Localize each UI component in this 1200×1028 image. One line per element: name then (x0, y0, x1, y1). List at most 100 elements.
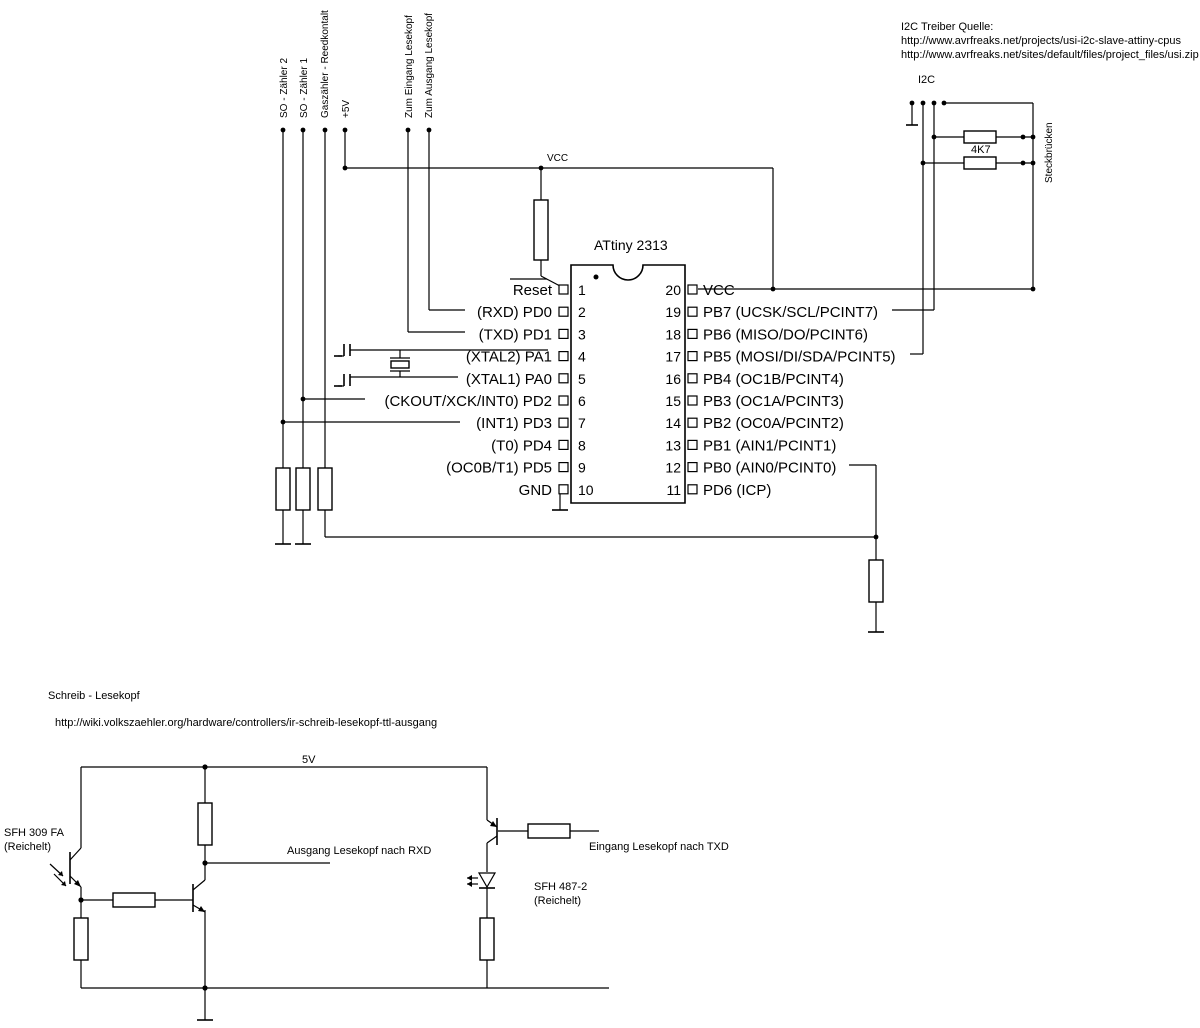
i2c-label: I2C (918, 74, 935, 86)
pin-pad-left-5 (558, 373, 569, 384)
pin-pad-left-7 (558, 417, 569, 428)
phototransistor-source: (Reichelt) (4, 841, 51, 853)
pin-number-16: 16 (665, 371, 681, 387)
pin-name-19: PB7 (UCSK/SCL/PCINT7) (703, 304, 878, 321)
pin-name-14: PB2 (OC0A/PCINT2) (703, 415, 844, 432)
pin-pad-right-11 (687, 484, 698, 495)
ir-led-sfh487 (467, 872, 497, 889)
pin-name-18: PB6 (MISO/DO/PCINT6) (703, 326, 868, 343)
pin-pad-left-2 (558, 306, 569, 317)
bottom-junctions (78, 764, 213, 1021)
pin-number-19: 19 (665, 304, 681, 320)
pin-number-12: 12 (665, 460, 681, 476)
phototransistor-sfh309 (49, 847, 82, 888)
sda-pullup-resistor (963, 156, 997, 170)
pin-pad-right-20 (687, 284, 698, 295)
chip-body (570, 264, 686, 504)
output-label: Ausgang Lesekopf nach RXD (287, 845, 431, 857)
pin-number-8: 8 (578, 437, 586, 453)
bottom-title: Schreib - Lesekopf (48, 690, 141, 702)
connector-label-eingang: Zum Eingang Lesekopf (404, 15, 415, 118)
reset-pullup-resistor (533, 199, 549, 261)
crystal-capacitors (334, 344, 351, 387)
pin-name-17: PB5 (MOSI/DI/SDA/PCINT5) (703, 349, 896, 366)
pin-number-17: 17 (665, 349, 681, 365)
pin-number-14: 14 (665, 415, 681, 431)
top-grounds (275, 124, 918, 633)
gas-resistor (317, 467, 333, 511)
pin-name-2: (RXD) PD0 (477, 304, 552, 321)
i2c-link-1: http://www.avrfreaks.net/projects/usi-i2… (901, 35, 1181, 47)
pin-number-20: 20 (665, 282, 681, 298)
pullup-value: 4K7 (971, 144, 991, 156)
pin-pad-right-12 (687, 462, 698, 473)
pin-number-15: 15 (665, 393, 681, 409)
pin-name-20: VCC (703, 282, 735, 299)
pin-pad-right-15 (687, 395, 698, 406)
pin-number-4: 4 (578, 349, 586, 365)
pin-name-9: (OC0B/T1) PD5 (446, 460, 552, 477)
pin-name-11: PD6 (ICP) (703, 482, 771, 499)
pin-number-2: 2 (578, 304, 586, 320)
pin-number-1: 1 (578, 282, 586, 298)
pin-name-3: (TXD) PD1 (479, 326, 552, 343)
bottom-link: http://wiki.volkszaehler.org/hardware/co… (55, 717, 437, 729)
pin-pad-left-3 (558, 328, 569, 339)
pin-number-3: 3 (578, 326, 586, 342)
ir-led-label: SFH 487-2 (534, 881, 587, 893)
supply-label: 5V (302, 754, 316, 766)
connector-label-gas: Gaszähler - Reedkontalt (320, 10, 331, 118)
pin-pad-right-13 (687, 439, 698, 450)
pin1-marker (593, 274, 599, 280)
ir-led-source: (Reichelt) (534, 895, 581, 907)
pnp-transistor (486, 818, 498, 845)
pin-pad-left-6 (558, 395, 569, 406)
connector-label-so1: SO - Zähler 1 (299, 58, 310, 118)
chip-name: ATtiny 2313 (594, 237, 668, 253)
pin-name-6: (CKOUT/XCK/INT0) PD2 (384, 393, 552, 410)
pin-name-10: GND (519, 482, 553, 499)
pin-pad-right-14 (687, 417, 698, 428)
bottom-resistors (73, 802, 571, 961)
pin-pad-left-9 (558, 462, 569, 473)
pin-pad-left-4 (558, 351, 569, 362)
pin-pad-left-8 (558, 439, 569, 450)
pin-pad-right-18 (687, 328, 698, 339)
pin-number-18: 18 (665, 326, 681, 342)
phototransistor-label: SFH 309 FA (4, 827, 65, 839)
pin-pad-right-16 (687, 373, 698, 384)
pin-name-4: (XTAL2) PA1 (466, 349, 552, 366)
jumpers-label: Steckbrücken (1044, 122, 1055, 183)
pin-number-11: 11 (666, 482, 681, 498)
connector-label-5v: +5V (341, 100, 352, 118)
input-label: Eingang Lesekopf nach TXD (589, 841, 729, 853)
pin-number-6: 6 (578, 393, 586, 409)
scl-pullup-resistor (963, 130, 997, 144)
pin-pad-left-1 (558, 284, 569, 295)
chip-pins: 1 Reset 2 (RXD) PD0 3 (TXD) PD1 4 (XTAL2) PA1 5 (… (384, 282, 895, 499)
pin-pad-right-17 (687, 351, 698, 362)
pb0-resistor (868, 559, 884, 603)
pin-number-7: 7 (578, 415, 586, 431)
bottom-wires (80, 766, 609, 1020)
pin-number-9: 9 (578, 460, 586, 476)
pin-name-7: (INT1) PD3 (476, 415, 552, 432)
pin-name-15: PB3 (OC1A/PCINT3) (703, 393, 844, 410)
pin-name-5: (XTAL1) PA0 (466, 371, 552, 388)
pin-pad-right-19 (687, 306, 698, 317)
pin-name-1: Reset (513, 282, 553, 299)
pin-name-12: PB0 (AIN0/PCINT0) (703, 460, 836, 477)
vcc-label: VCC (547, 153, 568, 164)
i2c-source-title: I2C Treiber Quelle: (901, 21, 993, 33)
pin-name-13: PB1 (AIN1/PCINT1) (703, 437, 836, 454)
so1-resistor (295, 467, 311, 511)
pin-number-10: 10 (578, 482, 594, 498)
pin-pad-left-10 (558, 484, 569, 495)
top-junctions (280, 100, 1036, 540)
pin-name-8: (T0) PD4 (491, 437, 552, 454)
connector-label-so2: SO - Zähler 2 (279, 58, 290, 118)
pin-number-5: 5 (578, 371, 586, 387)
top-resistors (275, 130, 997, 603)
i2c-link-2: http://www.avrfreaks.net/sites/default/f… (901, 49, 1199, 61)
